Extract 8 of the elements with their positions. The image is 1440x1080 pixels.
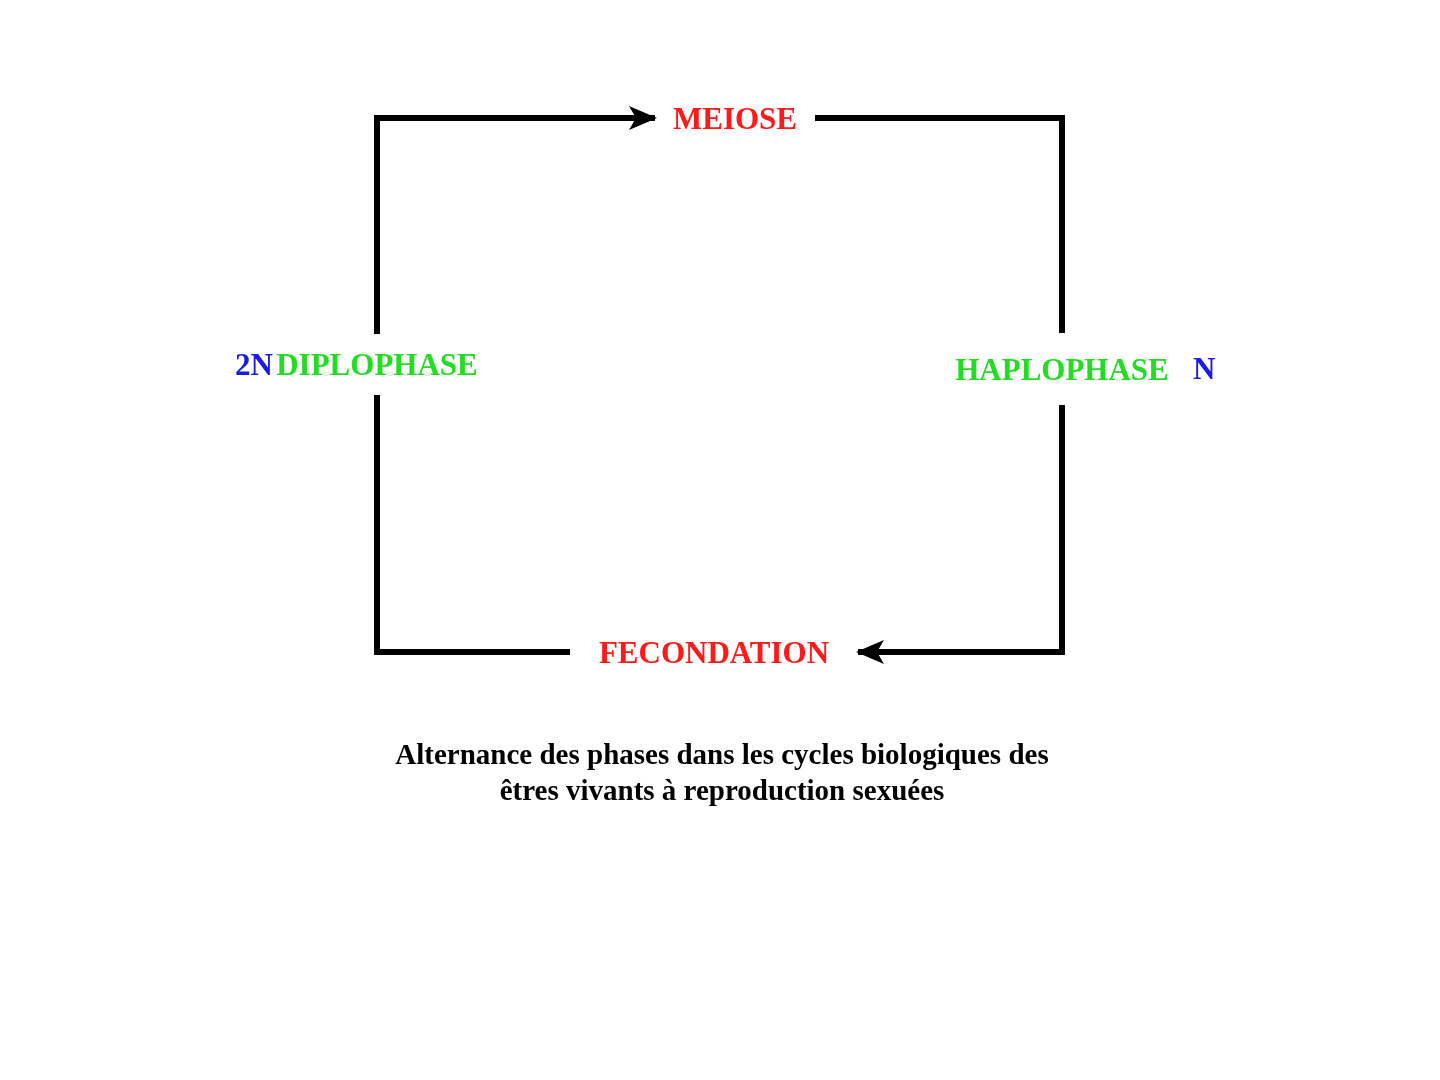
cycle-arrow: [374, 106, 657, 334]
phase-label: MEIOSE: [655, 98, 815, 138]
phase-label: FECONDATION: [570, 632, 858, 672]
ploidy-label: N: [1193, 353, 1216, 384]
cycle-arrow: [856, 405, 1065, 664]
caption: Alternance des phases dans les cycles biologiques des êtres vivants à reproduction sexuées: [394, 737, 1050, 808]
ploidy-label: 2N: [235, 348, 273, 380]
phase-label: HAPLOPHASE: [937, 333, 1187, 405]
